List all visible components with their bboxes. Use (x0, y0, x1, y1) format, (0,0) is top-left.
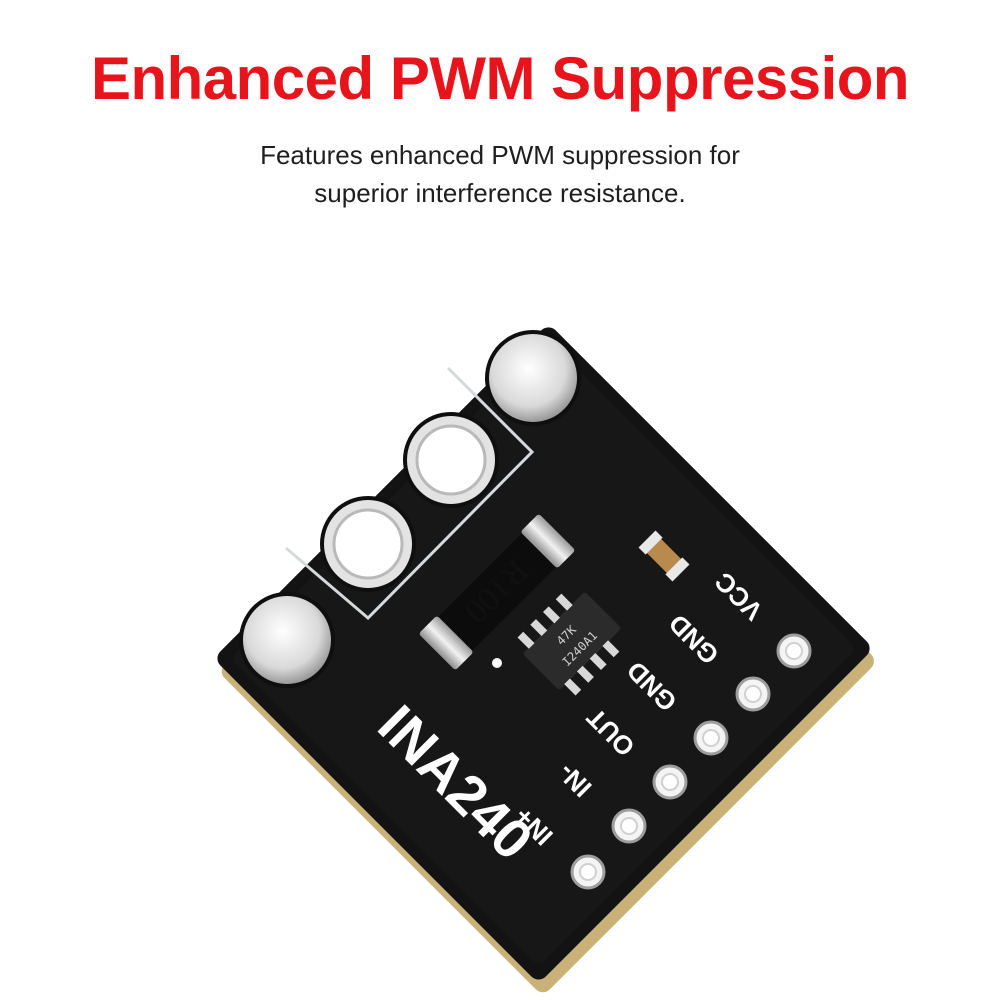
header-pads (570, 633, 812, 890)
ina240-chip: 47K I240A1 (517, 592, 621, 696)
shunt-resistor: R100 (419, 514, 575, 670)
capacitor (638, 530, 690, 582)
description-line-1: Features enhanced PWM suppression for (260, 140, 740, 170)
description-line-2: superior interference resistance. (314, 178, 686, 208)
description: Features enhanced PWM suppression for su… (0, 136, 1000, 212)
silkscreen-outline (285, 366, 535, 621)
pin1-dot (492, 658, 502, 668)
headline: Enhanced PWM Suppression (90, 45, 910, 112)
large-pads (239, 330, 581, 688)
